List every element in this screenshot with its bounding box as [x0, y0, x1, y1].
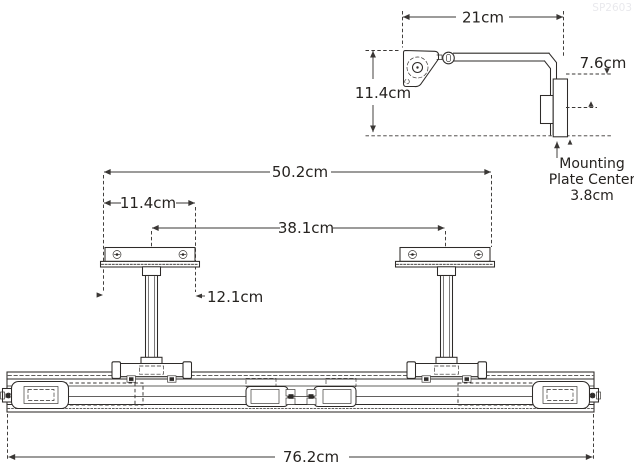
hook	[285, 397, 296, 405]
front-view: 50.2cm 11.4cm 38.1cm 12.1cm	[96, 163, 496, 362]
screw-right	[178, 250, 188, 259]
note-line2: Plate Center	[549, 172, 634, 188]
dim-rail-length: 76.2cm	[7, 414, 594, 466]
post	[439, 274, 454, 362]
collar	[435, 356, 458, 365]
end-cap	[406, 361, 417, 379]
wall-mounting-plate	[539, 78, 569, 138]
post-neck	[141, 266, 162, 277]
hook	[306, 397, 317, 405]
plate-front-block	[552, 78, 569, 138]
left-post-clamp	[111, 356, 193, 383]
note-line1: Mounting	[559, 156, 625, 172]
knob-circle	[442, 51, 455, 65]
post-neck	[436, 266, 457, 277]
end-cap	[182, 361, 193, 379]
arm-tube	[452, 52, 558, 136]
right-ceiling-plate	[394, 246, 496, 362]
side-view: 21cm 11.4cm	[355, 9, 634, 205]
dim-arm-height-label: 11.4cm	[355, 84, 411, 102]
dim-rail-length-label: 76.2cm	[283, 448, 339, 466]
end-cap	[111, 361, 122, 379]
left-ceiling-plate	[99, 246, 201, 362]
right-post-clamp	[406, 356, 488, 383]
dim-post-spacing: 38.1cm	[151, 219, 446, 247]
screw-dashed-circle	[404, 78, 410, 85]
dim-plate-width-label: 11.4cm	[120, 194, 176, 212]
dim-arm-length-label: 21cm	[462, 9, 504, 27]
dim-drop: 12.1cm	[96, 288, 263, 306]
left-end-roller	[0, 380, 144, 410]
right-trolley	[306, 378, 357, 408]
dim-post-spacing-label: 38.1cm	[278, 219, 334, 237]
clamp-bar	[409, 362, 484, 378]
left-trolley	[245, 378, 296, 408]
watermark: SP2603	[592, 2, 632, 14]
right-end-roller	[457, 380, 601, 410]
rail-body	[6, 371, 595, 413]
dim-plate-height-label: 7.6cm	[580, 54, 627, 72]
plate-back-block	[539, 94, 554, 125]
screw-left	[408, 250, 417, 259]
clamp-bar	[114, 362, 189, 378]
arm-bracket-head	[402, 49, 455, 88]
pivot-dashed-circle	[406, 56, 429, 79]
dim-arm-height: 11.4cm	[355, 50, 612, 137]
mounting-plate-center-note: Mounting Plate Center 3.8cm	[549, 139, 634, 204]
end-cap	[477, 361, 488, 379]
dim-drop-label: 12.1cm	[207, 288, 263, 306]
dim-plate-height: 7.6cm	[566, 54, 626, 108]
pivot-circle	[411, 61, 424, 74]
dim-overall-width-label: 50.2cm	[272, 163, 328, 181]
dim-overall-width: 50.2cm	[103, 163, 492, 291]
note-line3: 3.8cm	[570, 188, 614, 204]
screw-right	[474, 250, 483, 259]
screw-left	[112, 250, 122, 259]
dim-arm-length: 21cm	[402, 9, 564, 57]
post	[144, 274, 159, 362]
collar	[140, 356, 163, 365]
rail-view: 76.2cm	[0, 356, 601, 466]
